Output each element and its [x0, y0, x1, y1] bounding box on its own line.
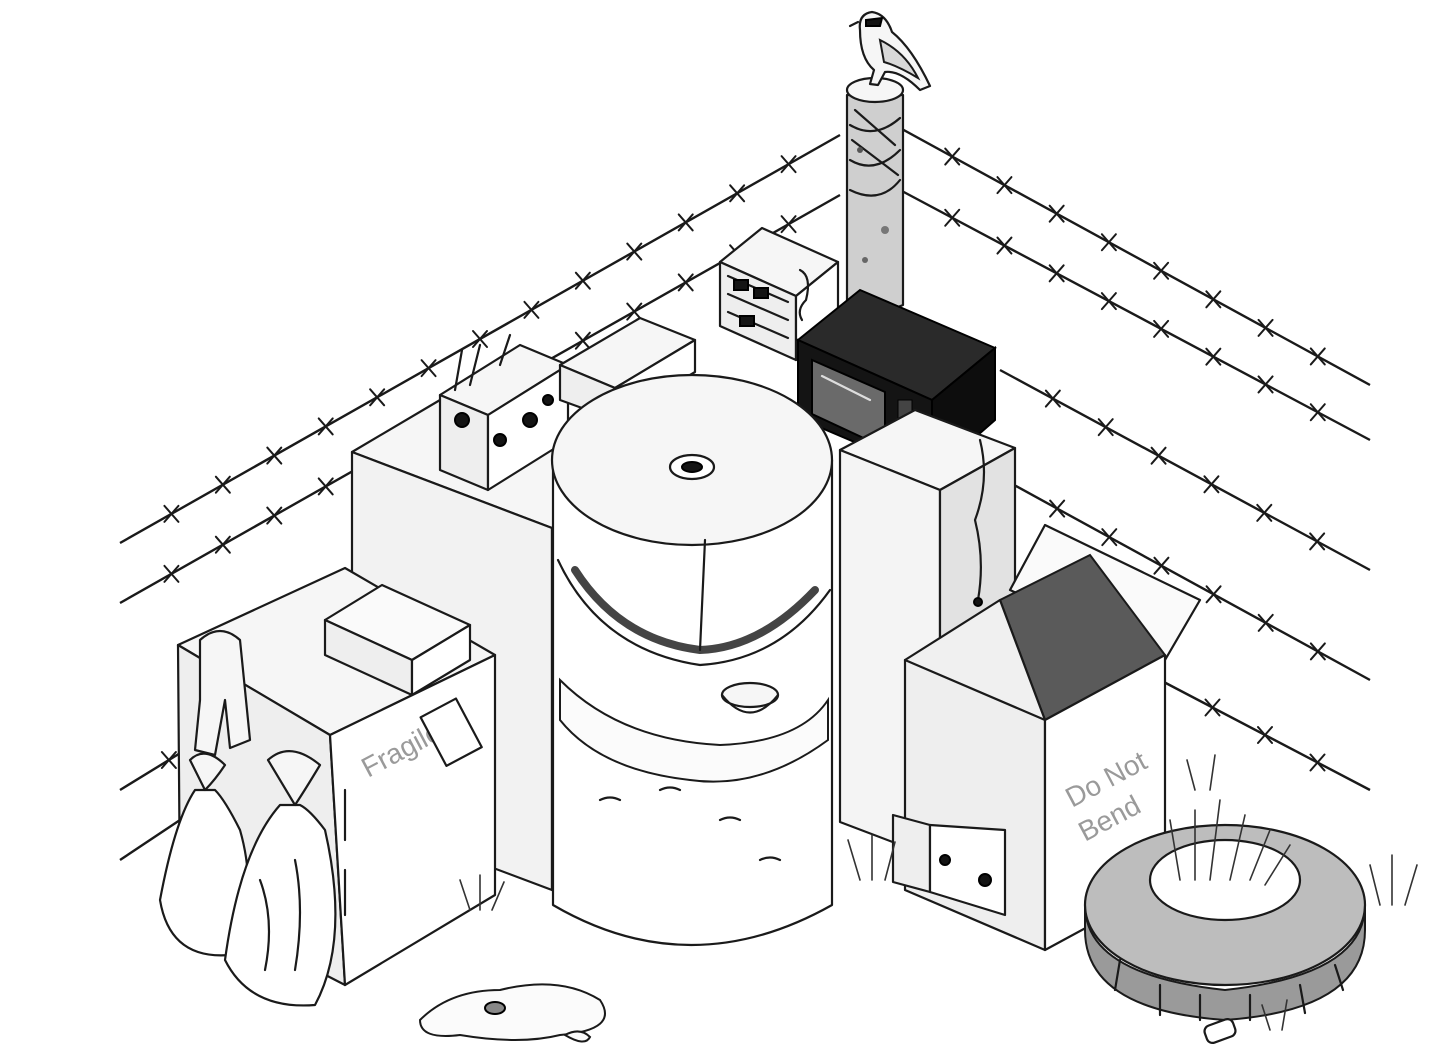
barb-knot [574, 331, 591, 350]
barb-knot [1203, 475, 1220, 494]
puddle [418, 983, 606, 1043]
barb-knot [626, 302, 643, 321]
barb-knot [1048, 264, 1065, 283]
barb-knot [996, 176, 1013, 195]
barb-knot [996, 236, 1013, 255]
barb-knot [163, 504, 180, 523]
barb-knot [626, 242, 643, 261]
barb-knot [1205, 290, 1222, 309]
barb-knot [1205, 347, 1222, 366]
tire-icon [1083, 799, 1367, 1022]
barb-knot [266, 446, 283, 465]
barb-knot [1309, 532, 1326, 551]
small-flap-box [891, 813, 1007, 917]
barb-knot [1150, 446, 1167, 465]
barb-knot [1309, 753, 1326, 772]
barb-knot [214, 475, 231, 494]
fence-post [845, 76, 905, 313]
barb-knot [369, 388, 386, 407]
barb-knot [1309, 642, 1326, 661]
barb-knot [1204, 698, 1221, 717]
wire-shelf [718, 226, 840, 362]
barb-knot [944, 147, 961, 166]
barb-knot [1309, 347, 1326, 366]
barb-knot [1097, 418, 1114, 437]
barb-knot [677, 213, 694, 232]
barb-knot [1153, 319, 1170, 338]
barb-knot [1257, 613, 1274, 632]
barb-knot [160, 751, 177, 769]
barb-knot [214, 535, 231, 554]
barb-knot [1100, 292, 1117, 311]
barb-knot [472, 330, 488, 348]
barb-knot [1205, 585, 1222, 604]
barrel-icon [550, 373, 834, 947]
barb-knot [1101, 528, 1118, 547]
barb-knot [317, 417, 334, 436]
barb-knot [1048, 204, 1065, 223]
soda-can [1203, 1018, 1237, 1044]
barb-knot [523, 300, 540, 319]
trash-bag-icon [158, 750, 337, 1007]
barb-knot [266, 506, 283, 525]
barb-knot [1044, 389, 1061, 408]
barb-knot [1257, 375, 1274, 394]
barb-knot [1100, 233, 1117, 252]
barb-knot [780, 155, 797, 174]
barb-knot [1309, 403, 1326, 422]
barb-knot [1153, 261, 1170, 280]
barb-knot [1256, 503, 1273, 522]
barb-knot [677, 273, 694, 292]
barb-knot [729, 184, 746, 203]
barb-knot [1153, 556, 1170, 575]
bird-icon [848, 10, 932, 92]
barb-knot [1257, 318, 1274, 337]
barb-knot [1257, 726, 1273, 744]
barb-knot [1049, 499, 1066, 518]
barb-knot [163, 564, 180, 583]
barb-knot [780, 215, 797, 234]
grass-tufts [459, 754, 1418, 1031]
barb-knot [574, 271, 591, 290]
barb-knot [944, 208, 961, 227]
barb-knot [317, 477, 334, 496]
barb-knot [420, 359, 437, 378]
